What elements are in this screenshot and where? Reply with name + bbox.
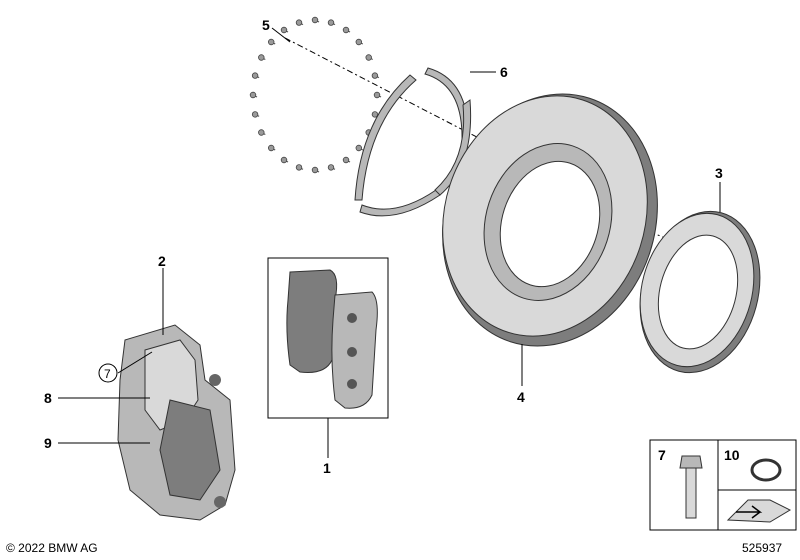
bolt — [311, 16, 320, 24]
brake-pads-box — [267, 257, 389, 419]
disc-carrier-ring — [639, 210, 761, 374]
callout-6: 6 — [500, 64, 508, 80]
bolt — [355, 38, 364, 46]
bolt — [295, 164, 304, 171]
bolt — [251, 111, 260, 118]
callout-7-inset: 7 — [658, 447, 666, 463]
callout-3: 3 — [715, 165, 723, 181]
inset-box — [649, 439, 797, 531]
bolt — [342, 156, 351, 164]
copyright-text: © 2022 BMW AG — [6, 541, 98, 555]
bolt-set — [249, 16, 382, 174]
callout-7: 7 — [104, 367, 111, 381]
bolt — [251, 72, 260, 79]
bolt — [365, 54, 373, 61]
bolt — [268, 38, 276, 46]
callout-1: 1 — [323, 460, 331, 476]
bolt — [249, 91, 258, 99]
callout-2: 2 — [158, 253, 166, 269]
bolt — [373, 91, 382, 99]
bolt — [280, 26, 289, 34]
bolt — [311, 166, 320, 174]
callout-8: 8 — [44, 390, 52, 406]
bolt — [258, 54, 266, 61]
bolt — [280, 156, 289, 164]
callout-labels: 1 2 3 4 5 6 7 8 9 7 10 — [44, 17, 740, 476]
bolt — [355, 144, 364, 152]
callout-10-inset: 10 — [724, 447, 740, 463]
bolt — [258, 129, 266, 136]
bolt — [327, 164, 336, 171]
callout-7-circle — [98, 363, 118, 383]
bolt — [371, 72, 380, 79]
bolt — [268, 144, 276, 152]
diagram-number: 525937 — [742, 541, 782, 555]
bolt — [327, 19, 336, 26]
callout-9: 9 — [44, 435, 52, 451]
brake-caliper — [117, 324, 236, 521]
callout-5: 5 — [262, 17, 270, 33]
bolt — [295, 19, 304, 26]
bolt — [342, 26, 351, 34]
leader-lines — [58, 27, 721, 458]
brake-disc — [442, 93, 658, 347]
callout-4: 4 — [517, 389, 525, 405]
